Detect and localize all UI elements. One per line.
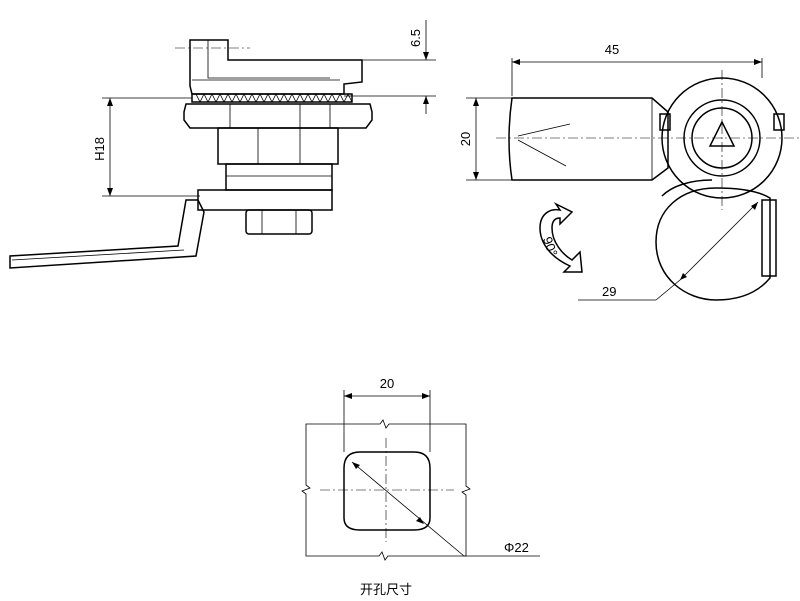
dim-side-gap: 6.5 — [408, 29, 423, 47]
dim-side-height: H18 — [92, 137, 107, 161]
dim-cover-diameter: 29 — [602, 284, 616, 299]
dim-cutout-diameter: Φ22 — [504, 540, 529, 555]
cutout-view: 20 Φ22 — [301, 376, 540, 561]
dim-cutout-width: 20 — [380, 376, 394, 391]
dim-front-width: 45 — [605, 42, 619, 57]
dim-front-height: 20 — [458, 132, 473, 146]
side-view: 6.5 H18 — [9, 20, 436, 269]
front-view: 29 45 20 90° — [458, 42, 800, 301]
rotation-arrow-icon — [539, 202, 583, 273]
caption-cutout-size: 开孔尺寸 — [360, 583, 412, 598]
dim-rotation: 90° — [540, 235, 561, 259]
